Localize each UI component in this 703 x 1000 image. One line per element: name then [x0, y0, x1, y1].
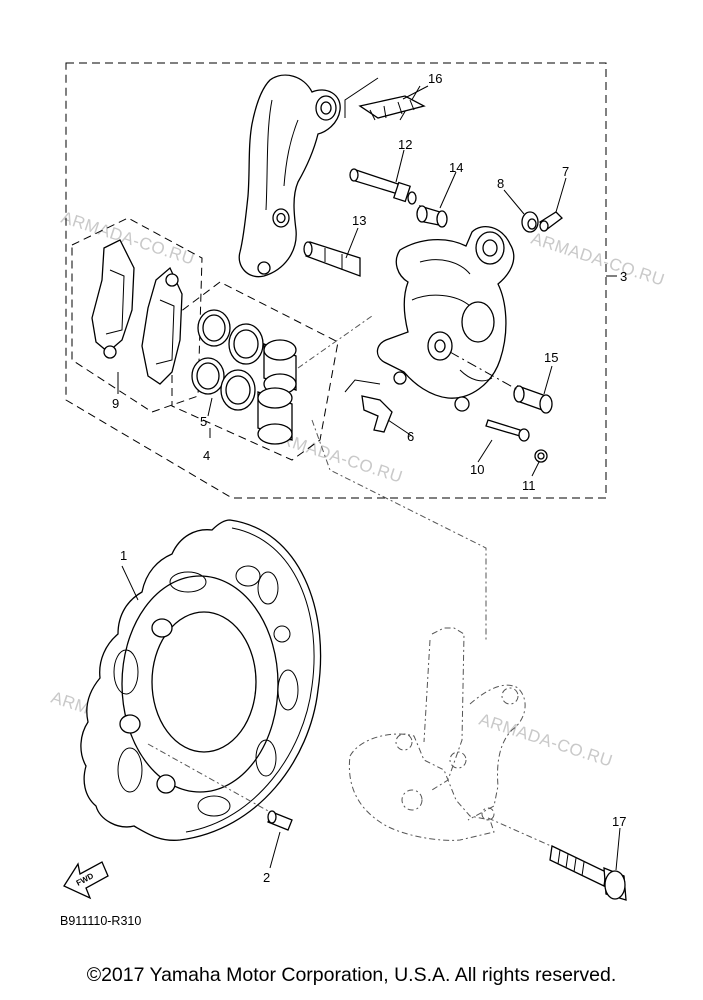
callout-2: 2	[263, 870, 270, 885]
callout-numbers: 1 2 3 4 5 6 7 8 9 10 11 12 13 14 15 16 1…	[112, 71, 627, 885]
boot-14	[416, 171, 457, 228]
pad-support-6	[344, 379, 413, 437]
callout-8: 8	[497, 176, 504, 191]
pistons	[209, 339, 297, 445]
callout-15: 15	[544, 350, 558, 365]
callout-1: 1	[120, 548, 127, 563]
callout-9: 9	[112, 396, 119, 411]
slide-pin-13	[303, 227, 361, 277]
callout-3: 3	[620, 269, 627, 284]
piston-seals-5	[191, 309, 264, 417]
caliper-assembly-outline	[65, 62, 607, 499]
pad-spring	[344, 77, 429, 121]
callout-12: 12	[398, 137, 412, 152]
mount-axis-line	[311, 419, 487, 640]
disc-bolt-2	[267, 810, 293, 869]
callout-7: 7	[562, 164, 569, 179]
copyright-notice: ©2017 Yamaha Motor Corporation, U.S.A. A…	[86, 964, 617, 986]
bolt-15	[449, 351, 553, 414]
callout-11: 11	[522, 478, 536, 493]
bleed-screw-7	[539, 177, 567, 232]
caliper-bracket	[238, 74, 341, 278]
brake-pads-9	[91, 239, 183, 394]
watermark-5: ARMADA-CO.RU	[477, 710, 615, 771]
diagram-code: B911110-R310	[60, 914, 141, 928]
fwd-arrow-icon: FWD	[63, 861, 109, 900]
seal-kit-outline	[171, 281, 339, 461]
mount-bolt-17	[549, 827, 627, 901]
front-fork-ghost	[348, 627, 561, 851]
callout-16: 16	[428, 71, 442, 86]
callout-4: 4	[203, 448, 210, 463]
slide-pin-12	[349, 149, 417, 205]
caliper-body	[376, 226, 515, 412]
piston-axis-line	[297, 315, 373, 369]
bleed-cap-8	[503, 189, 539, 233]
callout-17: 17	[612, 814, 626, 829]
watermark-2: ARMADA-CO.RU	[529, 229, 667, 290]
callout-6: 6	[407, 429, 414, 444]
pad-pin-10	[477, 419, 530, 463]
callout-14: 14	[449, 160, 463, 175]
brake-disc-1	[80, 519, 322, 841]
callout-13: 13	[352, 213, 366, 228]
plug-11	[531, 449, 548, 477]
callout-10: 10	[470, 462, 484, 477]
